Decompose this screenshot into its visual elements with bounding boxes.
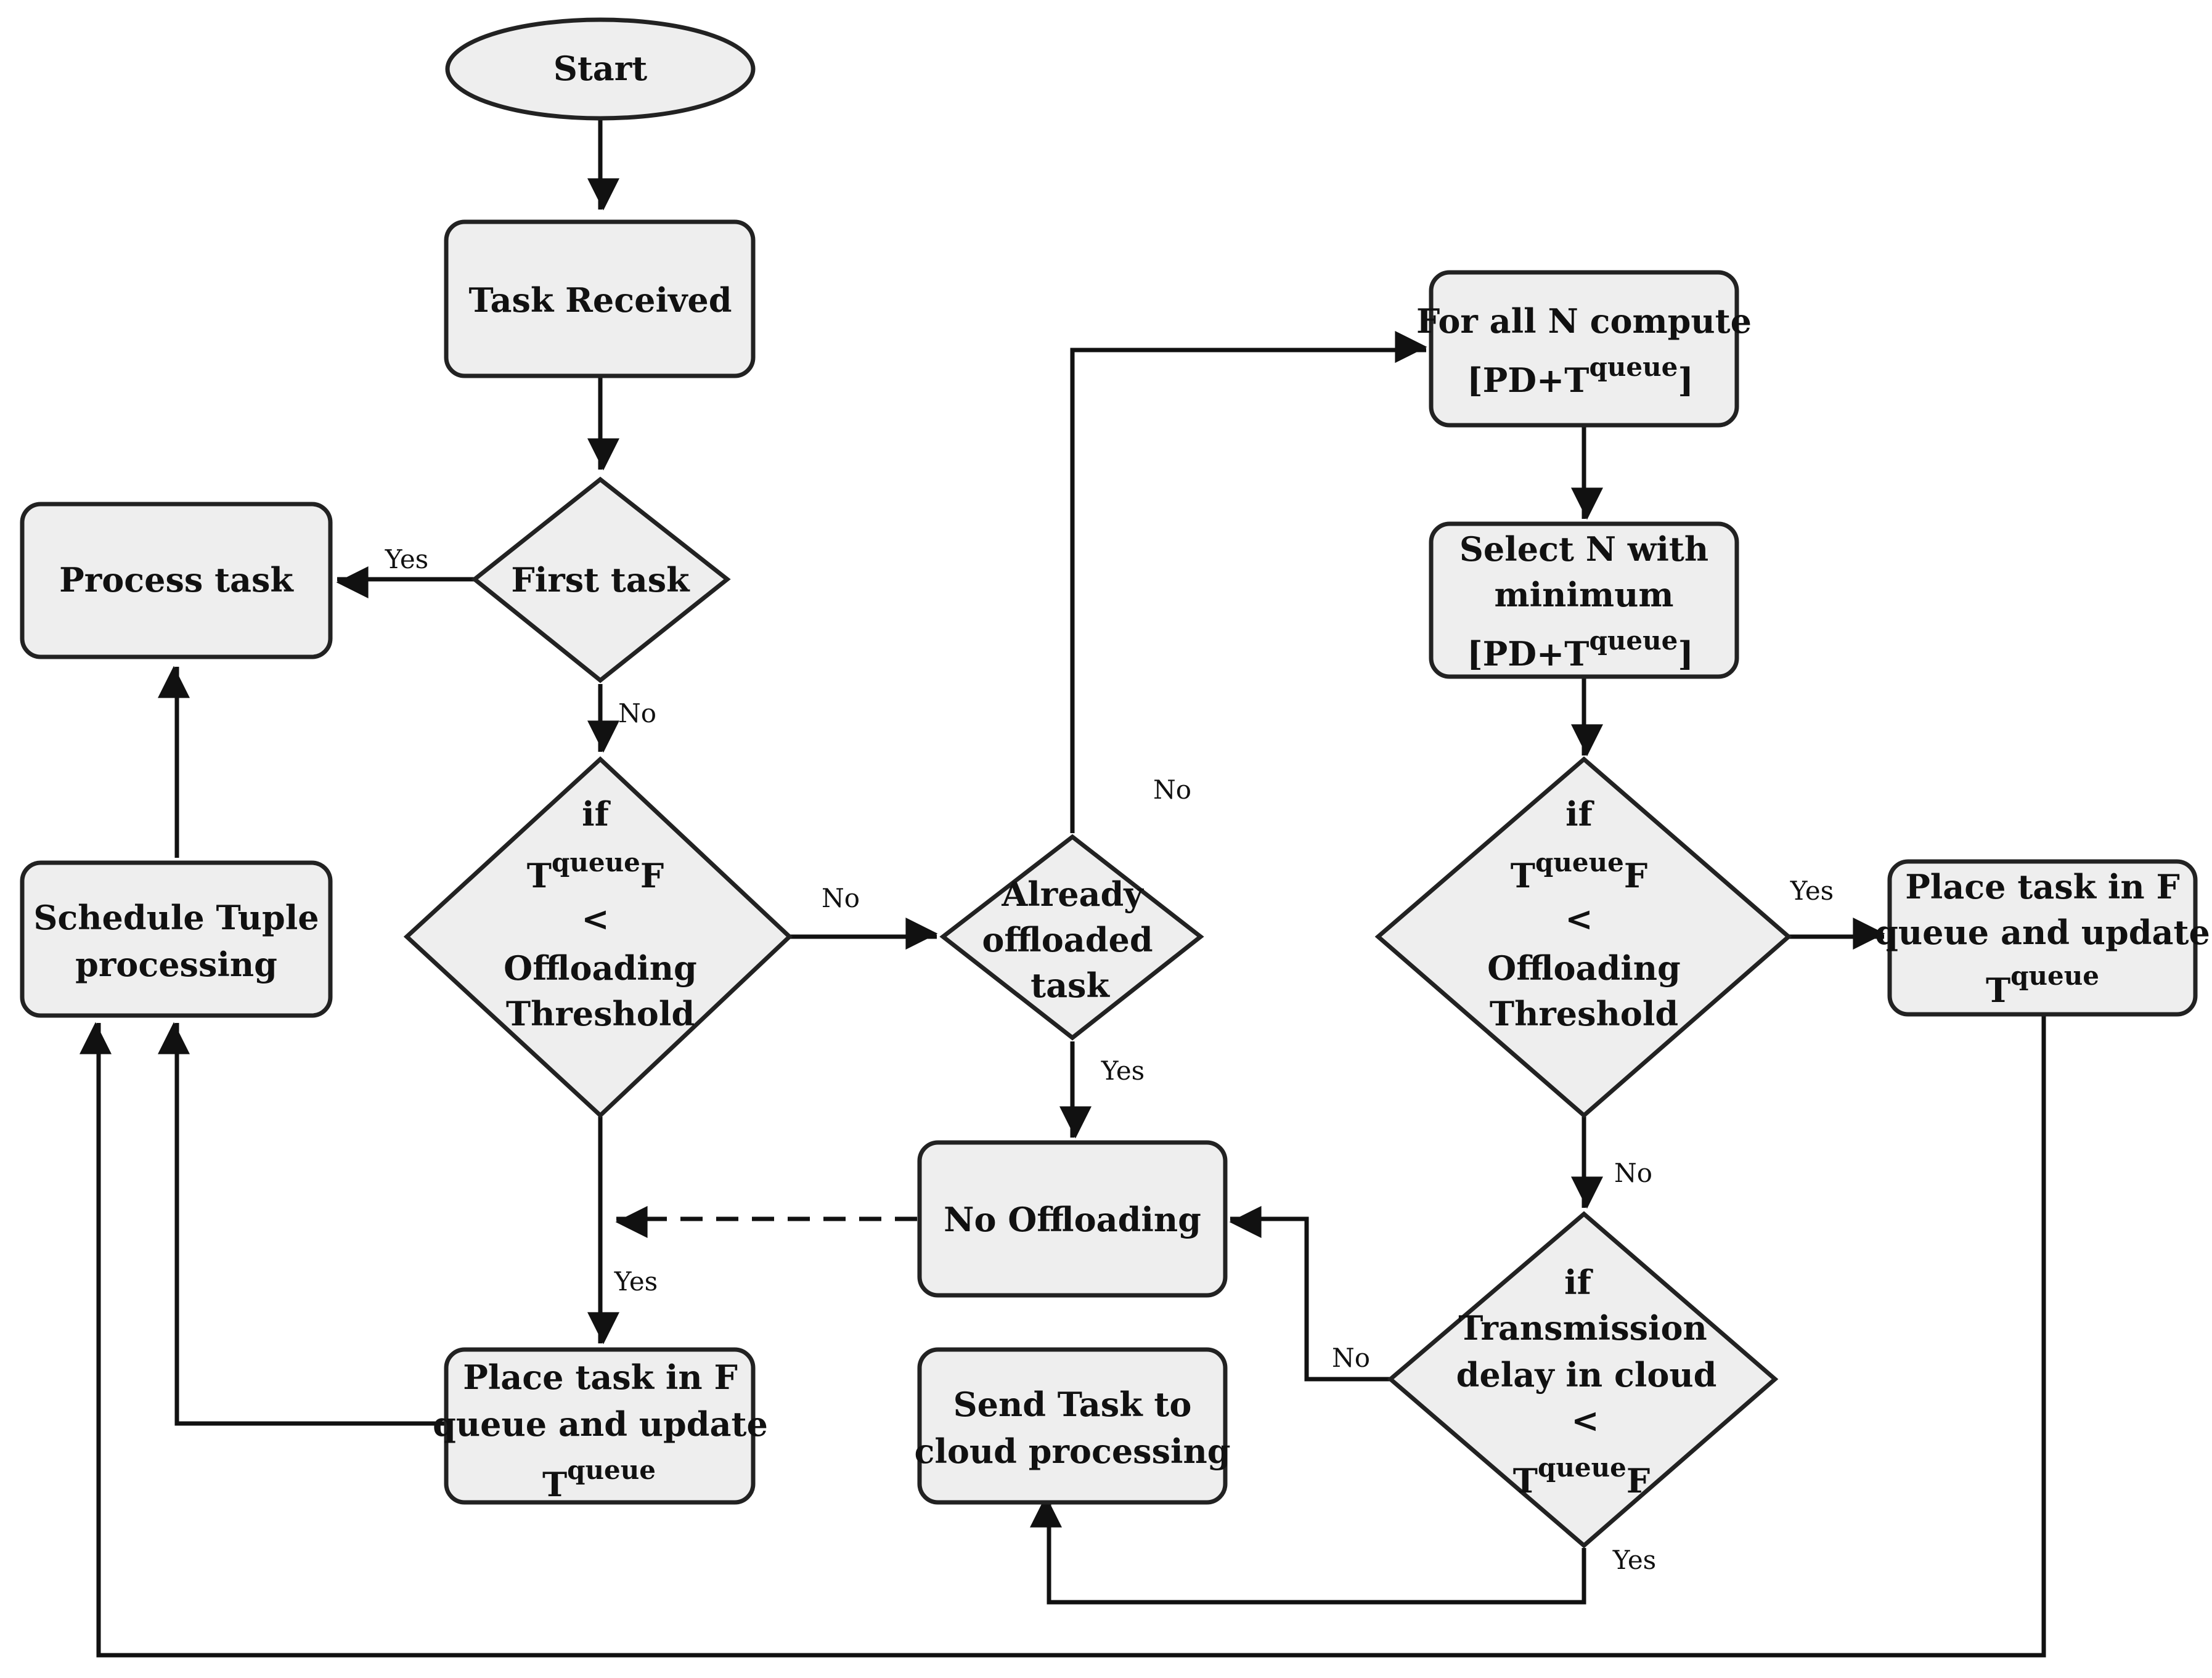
transmission-line2: Transmission — [1458, 1308, 1707, 1348]
threshold-2-t-sup: queue — [1535, 847, 1624, 878]
place-left-line2: queue and update — [433, 1404, 768, 1444]
send-to-cloud-node: Send Task to cloud processing — [914, 1347, 1231, 1505]
already-offloaded-decision: Already offloaded task — [939, 834, 1204, 1041]
edge-place-task-right-to-schedule — [80, 1016, 2046, 1658]
threshold-2-t-sub: F — [1624, 856, 1647, 895]
edge-labels: Yes No No Yes No Yes Yes No No Yes — [385, 544, 1834, 1575]
task-received-node: Task Received — [444, 219, 756, 378]
process-task-node: Process task — [20, 502, 333, 659]
transmission-t-sub: F — [1626, 1461, 1650, 1501]
compute-all-node: For all N compute [PD+Tqueue] — [1416, 270, 1752, 428]
place-right-line1: Place task in F — [1905, 867, 2180, 906]
threshold-1-line4: Offloading — [504, 948, 697, 988]
no-offloading-label: No Offloading — [944, 1200, 1201, 1239]
threshold-2-line5: Threshold — [1490, 994, 1678, 1033]
place-right-line2: queue and update — [1875, 913, 2210, 952]
edge-already-offloaded-to-compute — [1070, 331, 1427, 833]
threshold-2-line4: Offloading — [1487, 948, 1681, 988]
threshold-1-line5: Threshold — [506, 994, 695, 1033]
already-line1: Already — [1001, 874, 1144, 914]
place-left-t-sup: queue — [567, 1455, 656, 1485]
select-sup: queue — [1589, 625, 1678, 656]
first-task-label: First task — [511, 560, 690, 600]
select-open: [PD+T — [1467, 634, 1589, 674]
threshold-2-t-expression: TqueueF — [1511, 847, 1647, 895]
label-first-no: No — [618, 698, 656, 728]
label-already-no: No — [1153, 775, 1191, 805]
place-left-t-expression: Tqueue — [542, 1455, 656, 1504]
schedule-tuple-node: Schedule Tuple processing — [20, 860, 333, 1018]
edges — [80, 120, 2046, 1658]
transmission-t-sup: queue — [1538, 1452, 1626, 1483]
place-left-line1: Place task in F — [463, 1358, 738, 1397]
already-line3: task — [1030, 966, 1110, 1005]
label-threshold-2-yes: Yes — [1790, 876, 1834, 906]
transmission-op: < — [1571, 1401, 1599, 1440]
label-threshold-1-yes: Yes — [614, 1266, 658, 1297]
threshold-1-if: if — [582, 794, 611, 834]
select-line1: Select N with — [1459, 529, 1708, 569]
send-cloud-line2: cloud processing — [914, 1432, 1230, 1471]
threshold-1-t-expression: TqueueF — [527, 847, 664, 895]
compute-sup: queue — [1589, 352, 1678, 382]
transmission-check-decision: if Transmission delay in cloud < TqueueF — [1387, 1211, 1779, 1549]
place-right-t-expression: Tqueue — [1986, 961, 2099, 1010]
label-threshold-1-no: No — [822, 883, 860, 913]
threshold-check-2-decision: if TqueueF < Offloading Threshold — [1374, 756, 1792, 1118]
transmission-t-base: T — [1513, 1461, 1538, 1501]
transmission-line3: delay in cloud — [1456, 1355, 1717, 1395]
select-expression: [PD+Tqueue] — [1467, 625, 1694, 674]
edge-transmission-to-send-cloud — [1030, 1495, 1586, 1605]
edge-transmission-to-no-offloading — [1229, 1206, 1392, 1382]
place-right-t-base: T — [1986, 971, 2010, 1010]
schedule-tuple-line1: Schedule Tuple — [33, 898, 319, 937]
select-min-node: Select N with minimum [PD+Tqueue] — [1429, 521, 1739, 679]
compute-line1: For all N compute — [1416, 301, 1752, 341]
threshold-2-if: if — [1565, 794, 1595, 834]
compute-expression: [PD+Tqueue] — [1467, 352, 1694, 400]
start-label: Start — [553, 49, 647, 88]
send-cloud-line1: Send Task to — [953, 1385, 1192, 1424]
schedule-tuple-line2: processing — [75, 945, 277, 984]
compute-close: ] — [1678, 360, 1694, 400]
process-task-label: Process task — [59, 560, 294, 600]
label-transmission-yes: Yes — [1612, 1545, 1657, 1575]
place-task-left-node: Place task in F queue and update Tqueue — [433, 1347, 768, 1505]
already-line2: offloaded — [982, 920, 1153, 959]
threshold-1-t-sup: queue — [552, 847, 640, 878]
compute-open: [PD+T — [1467, 360, 1589, 400]
label-already-yes: Yes — [1101, 1056, 1145, 1086]
place-left-t-base: T — [542, 1465, 567, 1504]
edge-place-task-left-to-schedule — [158, 1022, 444, 1426]
threshold-1-t-base: T — [527, 856, 552, 895]
threshold-1-t-sub: F — [640, 856, 664, 895]
start-node: Start — [445, 17, 756, 121]
place-task-right-node: Place task in F queue and update Tqueue — [1875, 859, 2210, 1017]
transmission-if: if — [1564, 1263, 1594, 1302]
threshold-1-op: < — [581, 899, 609, 939]
select-close: ] — [1678, 634, 1694, 674]
transmission-t-expression: TqueueF — [1513, 1452, 1650, 1501]
no-offloading-node: No Offloading — [917, 1140, 1228, 1298]
select-line2: minimum — [1495, 575, 1674, 614]
label-transmission-no: No — [1332, 1343, 1370, 1373]
threshold-check-1-decision: if TqueueF < Offloading Threshold — [403, 756, 793, 1118]
first-task-decision: First task — [471, 476, 731, 683]
task-received-label: Task Received — [468, 280, 732, 320]
label-threshold-2-no: No — [1614, 1158, 1652, 1188]
label-first-yes: Yes — [385, 544, 429, 574]
place-right-t-sup: queue — [2010, 961, 2099, 991]
threshold-2-op: < — [1565, 899, 1593, 939]
threshold-2-t-base: T — [1511, 856, 1535, 895]
